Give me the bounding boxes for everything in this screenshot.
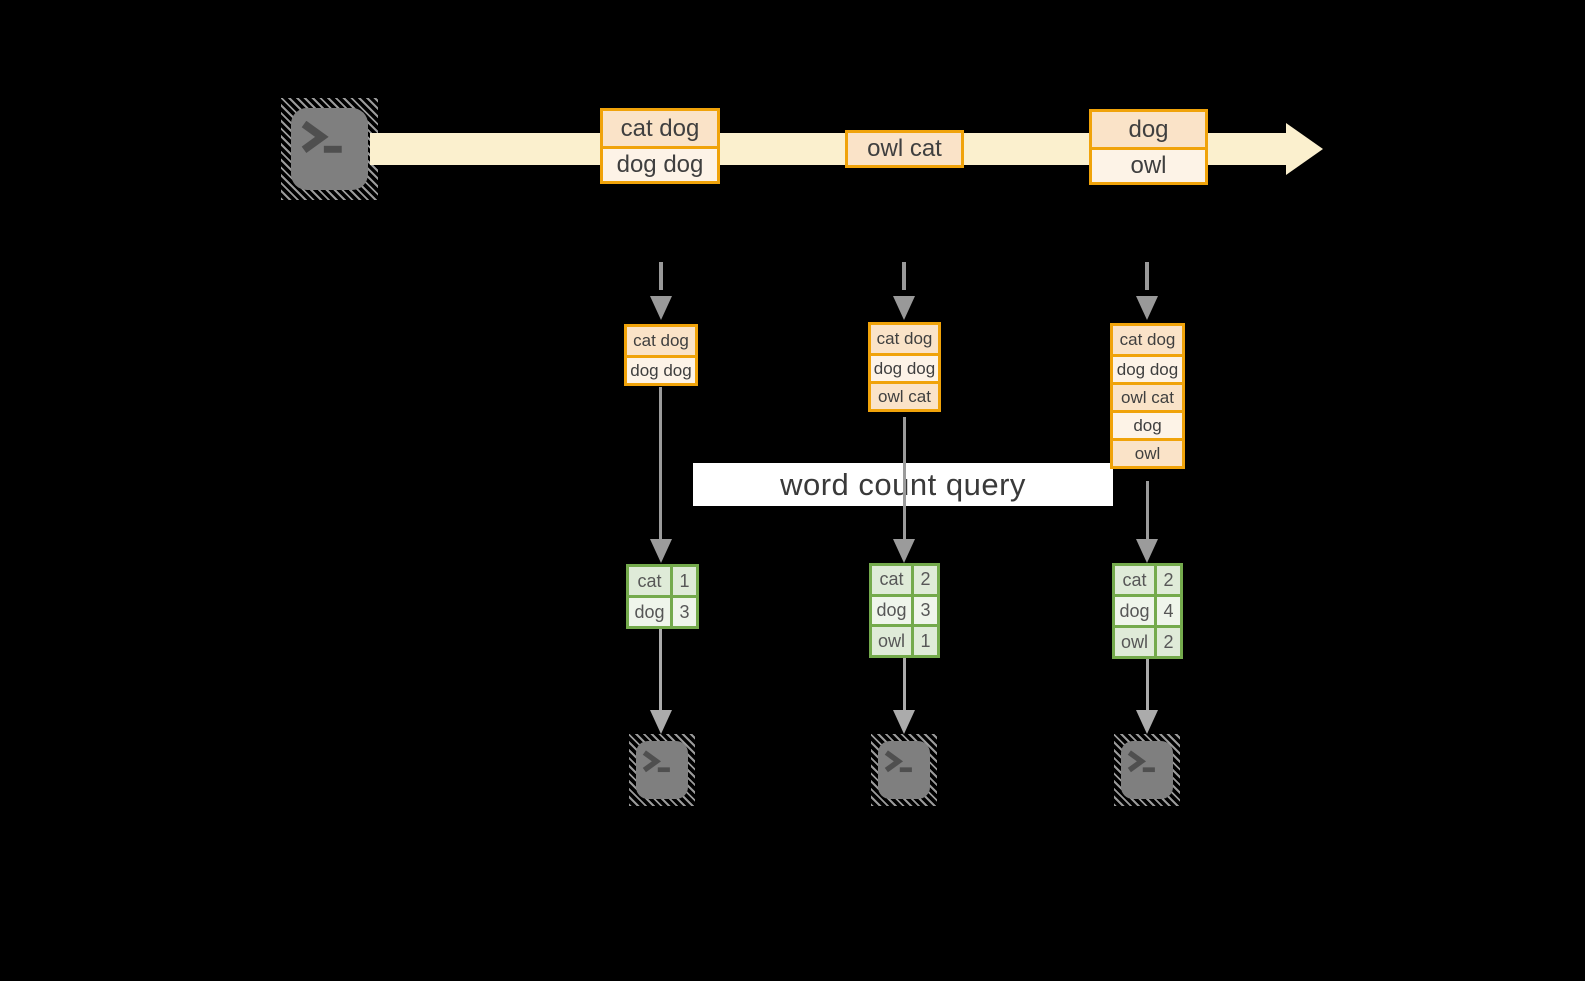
- terminal-icon: [629, 734, 695, 806]
- arrow-line: [659, 387, 662, 539]
- arrow-line: [903, 417, 906, 539]
- terminal-prompt-icon: [884, 750, 913, 773]
- terminal-screen: [291, 108, 368, 190]
- event-line: owl cat: [848, 133, 961, 165]
- terminal-prompt-icon: [1127, 750, 1156, 773]
- arrowhead-icon: [650, 296, 672, 320]
- terminal-icon: [1114, 734, 1180, 806]
- terminal-icon: [281, 98, 378, 200]
- terminal-screen: [1121, 741, 1173, 799]
- state-line: dog dog: [627, 355, 695, 383]
- word-count-table-1: cat 1 dog 3: [626, 564, 699, 629]
- state-line: dog: [1113, 410, 1182, 438]
- state-line: owl cat: [871, 381, 938, 409]
- stream-event-box-3: dog owl: [1089, 109, 1208, 185]
- count-cell: 1: [673, 567, 696, 595]
- stream-event-box-2: owl cat: [845, 130, 964, 168]
- count-cell: 3: [673, 598, 696, 626]
- word-cell: cat: [1115, 566, 1154, 594]
- dashed-arrow-line: [659, 262, 663, 290]
- terminal-icon: [871, 734, 937, 806]
- event-line: owl: [1092, 147, 1205, 182]
- word-count-table-3: cat 2 dog 4 owl 2: [1112, 563, 1183, 659]
- state-box-1: cat dog dog dog: [624, 324, 698, 386]
- state-line: dog dog: [871, 353, 938, 381]
- event-line: dog dog: [603, 146, 717, 181]
- word-cell: owl: [872, 627, 911, 655]
- count-cell: 3: [914, 596, 937, 625]
- arrow-line: [659, 629, 662, 712]
- arrow-line: [1146, 481, 1149, 539]
- state-line: owl: [1113, 438, 1182, 466]
- terminal-prompt-icon: [301, 121, 342, 154]
- word-cell: cat: [629, 567, 670, 595]
- terminal-screen: [878, 741, 930, 799]
- event-line: dog: [1092, 112, 1205, 147]
- word-cell: dog: [872, 596, 911, 625]
- state-box-2: cat dog dog dog owl cat: [868, 322, 941, 412]
- stream-arrowhead-icon: [1286, 123, 1323, 175]
- event-line: cat dog: [603, 111, 717, 146]
- state-line: owl cat: [1113, 382, 1182, 410]
- stream-event-box-1: cat dog dog dog: [600, 108, 720, 184]
- count-cell: 2: [1157, 566, 1180, 594]
- terminal-prompt-icon: [642, 750, 671, 773]
- word-cell: dog: [629, 598, 670, 626]
- word-cell: dog: [1115, 597, 1154, 625]
- state-line: cat dog: [1113, 326, 1182, 354]
- dashed-arrow-line: [902, 262, 906, 290]
- count-cell: 1: [914, 627, 937, 655]
- arrowhead-icon: [1136, 710, 1158, 734]
- arrowhead-icon: [1136, 296, 1158, 320]
- arrowhead-icon: [650, 539, 672, 563]
- terminal-screen: [636, 741, 688, 799]
- arrowhead-icon: [893, 710, 915, 734]
- word-count-table-2: cat 2 dog 3 owl 1: [869, 563, 940, 658]
- word-cell: cat: [872, 566, 911, 594]
- dashed-arrow-line: [1145, 262, 1149, 290]
- arrow-line: [903, 658, 906, 712]
- state-line: dog dog: [1113, 354, 1182, 382]
- arrowhead-icon: [893, 539, 915, 563]
- count-cell: 4: [1157, 597, 1180, 625]
- arrowhead-icon: [1136, 539, 1158, 563]
- state-box-3: cat dog dog dog owl cat dog owl: [1110, 323, 1185, 469]
- state-line: cat dog: [627, 327, 695, 355]
- arrowhead-icon: [650, 710, 672, 734]
- state-line: cat dog: [871, 325, 938, 353]
- arrowhead-icon: [893, 296, 915, 320]
- word-cell: owl: [1115, 628, 1154, 656]
- count-cell: 2: [914, 566, 937, 594]
- arrow-line: [1146, 659, 1149, 712]
- count-cell: 2: [1157, 628, 1180, 656]
